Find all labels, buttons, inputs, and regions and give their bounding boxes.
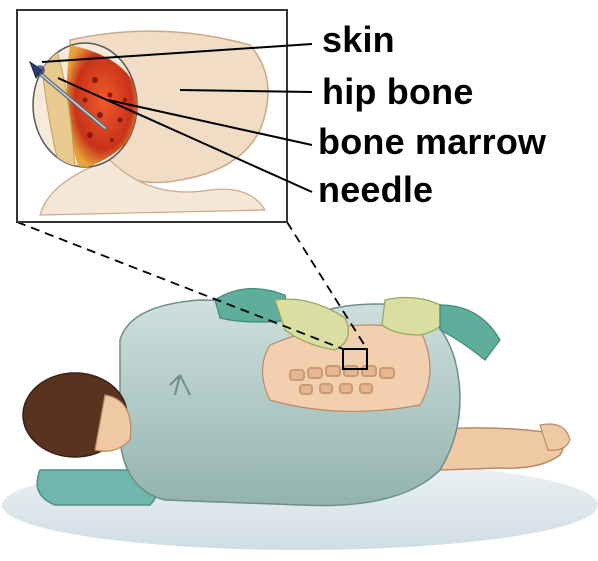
label-bone-marrow: bone marrow <box>318 124 546 160</box>
patient-scene <box>2 289 598 550</box>
label-skin: skin <box>322 22 395 58</box>
zoom-inset <box>17 10 287 222</box>
label-hip-bone: hip bone <box>322 74 474 110</box>
skin-puncture <box>35 65 45 75</box>
label-needle: needle <box>318 172 433 208</box>
